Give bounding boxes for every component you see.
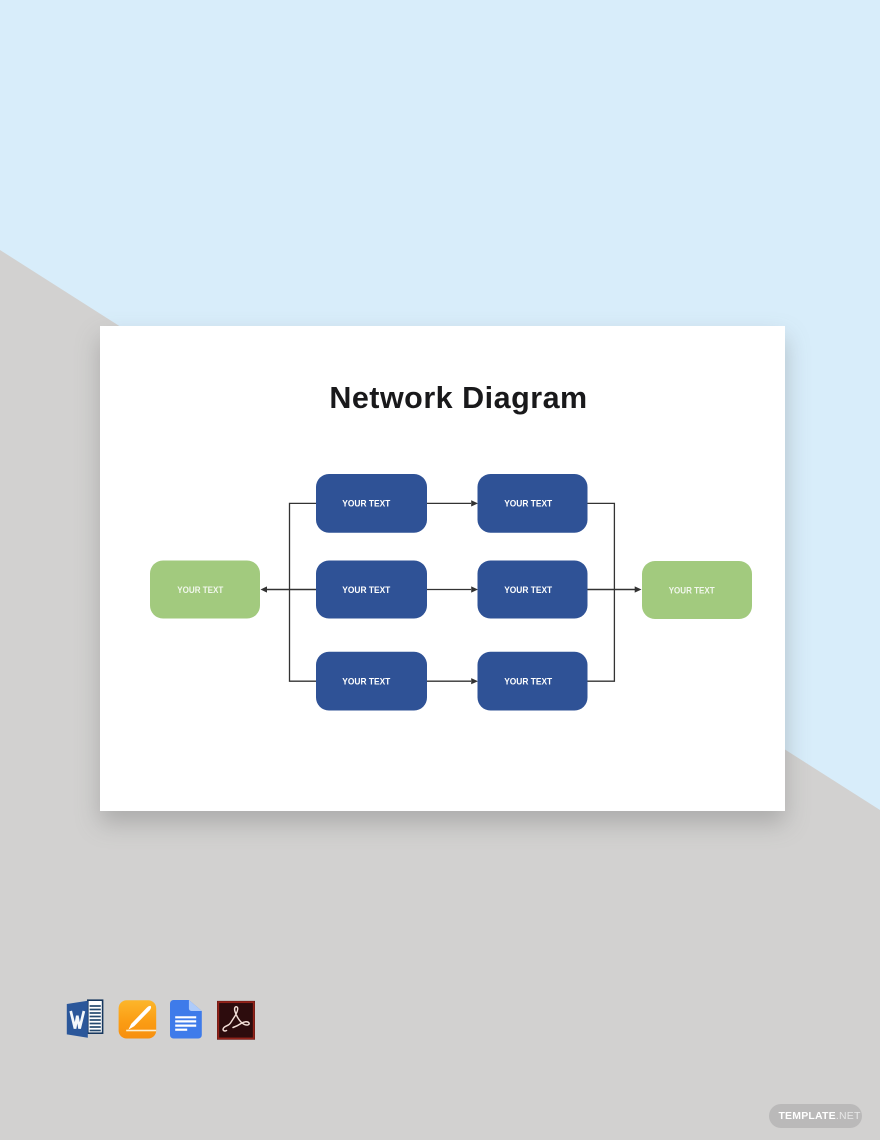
svg-text:YOUR TEXT: YOUR TEXT	[504, 677, 552, 688]
svg-text:YOUR TEXT: YOUR TEXT	[504, 585, 552, 596]
svg-text:YOUR TEXT: YOUR TEXT	[342, 677, 390, 688]
svg-text:YOUR TEXT: YOUR TEXT	[342, 499, 390, 510]
svg-text:YOUR TEXT: YOUR TEXT	[177, 585, 223, 596]
svg-text:YOUR TEXT: YOUR TEXT	[669, 585, 715, 596]
svg-text:YOUR TEXT: YOUR TEXT	[342, 585, 390, 596]
svg-text:YOUR TEXT: YOUR TEXT	[504, 499, 552, 510]
